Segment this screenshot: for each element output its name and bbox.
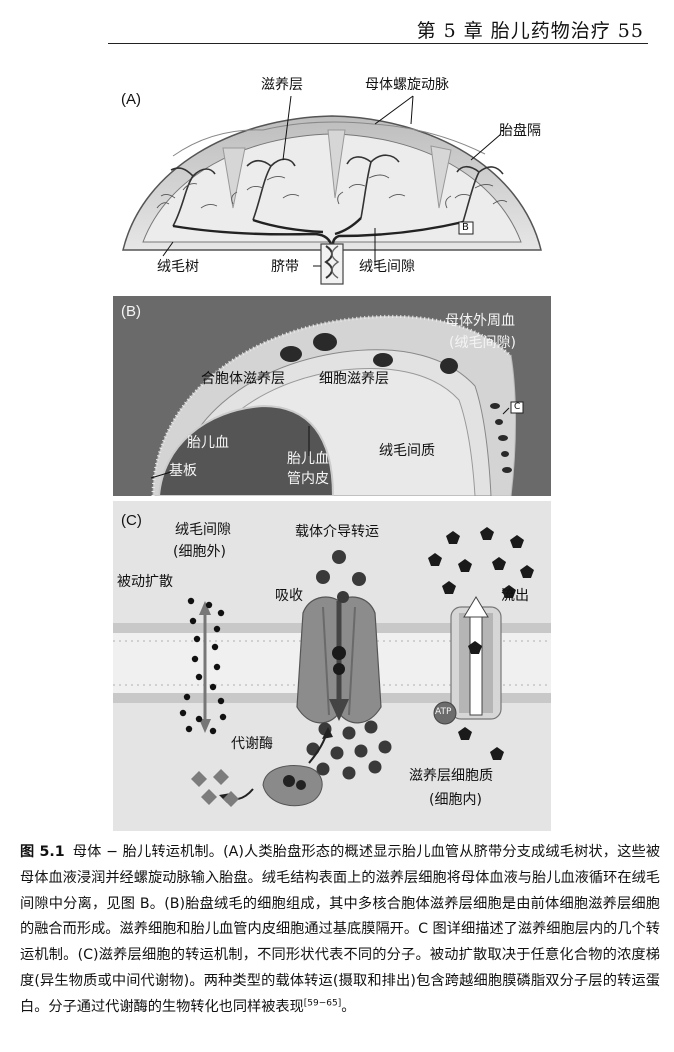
label-basal-lamina: 基板 [169,463,197,479]
b-marker: B [462,222,469,233]
label-extracellular-1: 绒毛间隙 [175,522,231,538]
label-extracellular-2: (细胞外) [173,544,226,560]
label-fetal-blood: 胎儿血 [187,435,229,451]
label-trophoblast: 滋养层 [261,77,303,93]
label-maternal-blood-1: 母体外周血 [445,313,515,329]
panel-a-letter: (A) [121,91,141,108]
label-villous-stroma: 绒毛间质 [379,443,435,459]
page-header: 第 5 章 胎儿药物治疗 55 [0,0,674,44]
header-rule [108,43,648,44]
b-marker-box [458,221,474,235]
figure-number: 图 5.1 [20,844,65,860]
label-efflux: 流出 [501,588,529,604]
panel-c: (C) 绒毛间隙 (细胞外) 载体介导转运 被动扩散 吸收 流出 ATP 代谢酶… [113,501,551,831]
placenta-illustration [122,95,542,285]
figure-5-1: (A) 滋养层 母体螺旋动脉 胎盘隔 绒毛树 脐带 绒毛间隙 B [113,58,551,832]
label-septum: 胎盘隔 [499,123,541,139]
panel-c-letter: (C) [121,512,142,529]
label-passive-diffusion: 被动扩散 [117,574,173,590]
villus-cross-section [150,314,524,496]
panel-a: (A) 滋养层 母体螺旋动脉 胎盘隔 绒毛树 脐带 绒毛间隙 B [113,58,551,288]
label-cytoplasm-2: (细胞内) [429,792,482,808]
caption-end: 。 [341,998,356,1015]
label-carrier-mediated: 载体介导转运 [295,524,379,540]
label-metabolic-enzyme: 代谢酶 [231,736,273,752]
label-cytoplasm-1: 滋养层细胞质 [409,768,493,784]
panel-b: (B) 母体外周血 (绒毛间隙) 合胞体滋养层 细胞滋养层 胎儿血 基板 胎儿血… [113,296,551,496]
caption-reference: [59−65] [303,998,342,1009]
label-umbilical-cord: 脐带 [271,259,299,275]
label-cytotrophoblast: 细胞滋养层 [319,371,389,387]
c-marker-box [510,401,524,414]
label-spiral-artery: 母体螺旋动脉 [365,77,449,93]
label-uptake: 吸收 [275,588,303,604]
running-head: 第 5 章 胎儿药物治疗 55 [416,20,644,42]
label-syncytiotrophoblast: 合胞体滋养层 [201,371,285,387]
label-atp: ATP [435,707,452,717]
c-marker: C [514,402,521,412]
label-villous-tree: 绒毛树 [157,259,199,275]
panel-b-letter: (B) [121,303,141,320]
label-endothelium-1: 胎儿血 [287,451,329,467]
label-intervillous-space: 绒毛间隙 [359,259,415,275]
transport-mechanisms [113,527,551,807]
label-maternal-blood-2: (绒毛间隙) [449,335,516,351]
caption-text: 母体 − 胎儿转运机制。(A)人类胎盘形态的概述显示胎儿血管从脐带分支成绒毛树状… [20,844,661,1015]
label-endothelium-2: 管内皮 [287,471,329,487]
